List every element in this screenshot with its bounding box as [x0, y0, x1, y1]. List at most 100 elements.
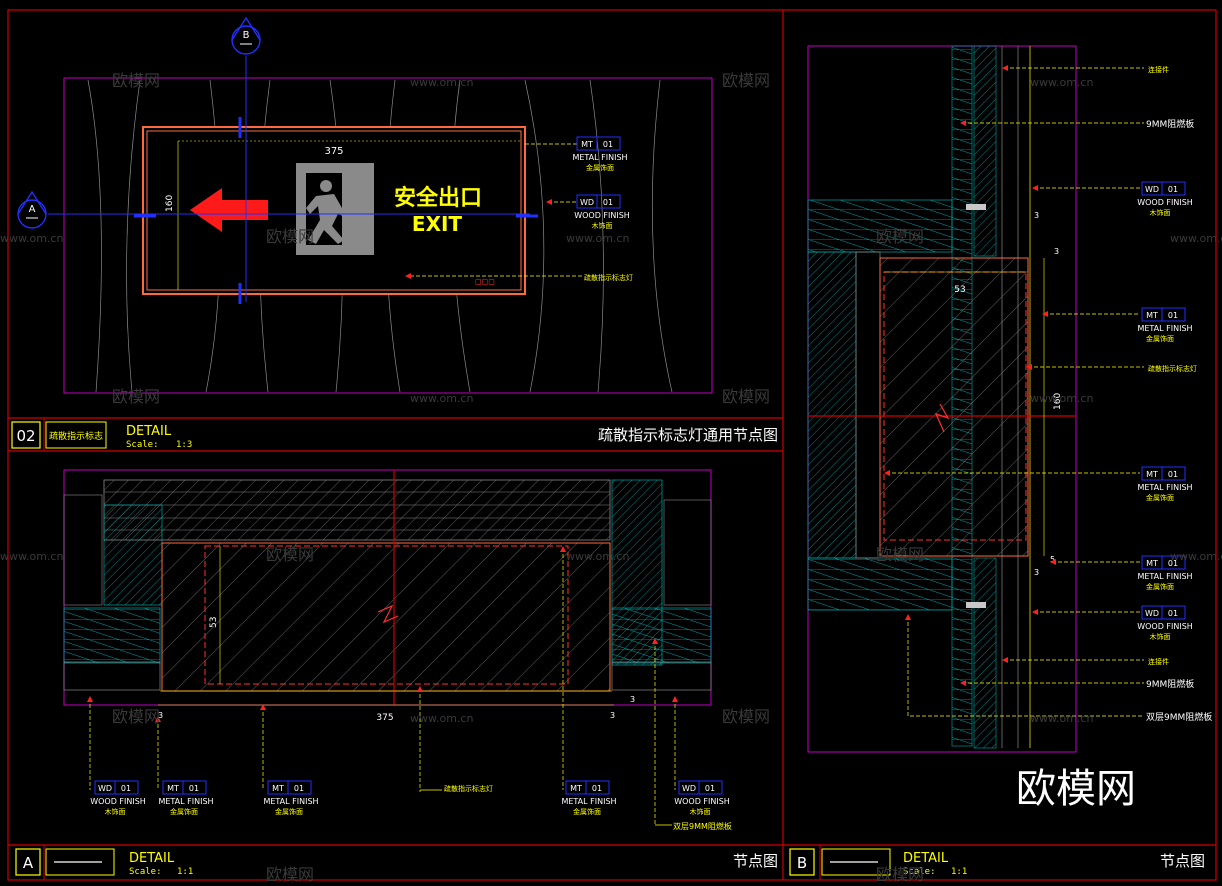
note-connector-b-1: 连接件	[1148, 65, 1169, 74]
section-marker-a: A	[17, 190, 47, 229]
svg-text:www.om.cn: www.om.cn	[0, 550, 63, 563]
svg-text:METAL FINISH: METAL FINISH	[572, 153, 627, 162]
tag-mt-a-1: MT 01 METAL FINISH 金属饰面	[158, 780, 214, 816]
note-double9-a: 双层9MM阻燃板	[673, 821, 732, 831]
dim-375-a: 375	[376, 713, 393, 723]
svg-text:MT: MT	[1146, 311, 1158, 320]
svg-text:MT: MT	[1146, 470, 1158, 479]
dim-3-b-1: 3	[1034, 211, 1039, 220]
svg-text:MT: MT	[272, 784, 284, 793]
svg-text:01: 01	[1168, 470, 1178, 479]
dim-160-b: 160	[1053, 393, 1063, 410]
svg-text:WOOD FINISH: WOOD FINISH	[1137, 198, 1193, 207]
svg-text:01: 01	[603, 198, 613, 207]
svg-text:WD: WD	[1145, 185, 1159, 194]
svg-text:欧模网: 欧模网	[876, 545, 924, 564]
watermarks: 欧模网 欧模网 欧模网 欧模网 欧模网 欧模网 欧模网 欧模网 欧模网 欧模网 …	[112, 71, 924, 884]
dim-3-a-far: 3	[630, 695, 635, 704]
title-block-top: 02 疏散指示标志 DETAIL Scale: 1:3 疏散指示标志灯通用节点图	[11, 421, 778, 450]
scale-value: 1:3	[176, 440, 192, 450]
scale-label-b: Scale:	[903, 867, 936, 877]
tag-mt-a-3: MT 01 METAL FINISH 金属饰面	[561, 780, 617, 816]
detail-label: DETAIL	[126, 424, 172, 439]
dim-53-a: 53	[209, 617, 219, 628]
note-connector-b-2: 连接件	[1148, 657, 1169, 666]
svg-text:欧模网: 欧模网	[722, 387, 770, 406]
svg-text:01: 01	[1168, 559, 1178, 568]
svg-text:METAL FINISH: METAL FINISH	[561, 797, 616, 806]
scale-label: Scale:	[126, 440, 159, 450]
svg-text:MT: MT	[570, 784, 582, 793]
svg-text:WOOD FINISH: WOOD FINISH	[1137, 622, 1193, 631]
svg-text:www.om.cn: www.om.cn	[566, 550, 629, 563]
svg-text:欧模网: 欧模网	[266, 865, 314, 884]
svg-text:WOOD FINISH: WOOD FINISH	[574, 211, 630, 220]
drawing-frames	[7, 9, 1217, 881]
tag-mt-b-2: MT 01 METAL FINISH 金属饰面	[1137, 466, 1193, 502]
marker-letter-a: A	[23, 854, 34, 872]
svg-text:木饰面: 木饰面	[1150, 208, 1171, 217]
svg-text:B: B	[243, 30, 250, 41]
svg-text:金属饰面: 金属饰面	[1146, 493, 1174, 502]
section-marker-b: B	[231, 16, 261, 55]
svg-text:木饰面: 木饰面	[1150, 632, 1171, 641]
svg-text:木饰面: 木饰面	[592, 221, 613, 230]
dim-3-a-left: 3	[158, 711, 163, 720]
exit-arrow-icon	[190, 188, 268, 232]
svg-text:欧模网: 欧模网	[266, 545, 314, 564]
watermark-urls: www.om.cn www.om.cn www.om.cn www.om.cn …	[0, 76, 1222, 725]
svg-text:01: 01	[1168, 311, 1178, 320]
svg-text:METAL FINISH: METAL FINISH	[263, 797, 318, 806]
svg-text:WD: WD	[1145, 609, 1159, 618]
svg-text:金属饰面: 金属饰面	[275, 807, 303, 816]
svg-text:www.om.cn: www.om.cn	[410, 76, 473, 89]
svg-text:欧模网: 欧模网	[722, 71, 770, 90]
tag-mt-top: MT 01 METAL FINISH 金属饰面	[572, 136, 628, 172]
svg-text:METAL FINISH: METAL FINISH	[1137, 572, 1192, 581]
running-man-icon	[296, 163, 374, 255]
svg-text:金属饰面: 金属饰面	[170, 807, 198, 816]
svg-text:欧模网: 欧模网	[876, 227, 924, 246]
svg-text:欧模网: 欧模网	[112, 707, 160, 726]
note-board9-b-1: 9MM阻燃板	[1146, 118, 1194, 130]
tag-wd-a-right: WD 01 WOOD FINISH 木饰面	[674, 780, 730, 816]
dim-3-b-2: 3	[1054, 247, 1059, 256]
svg-text:01: 01	[121, 784, 131, 793]
dim-53-b: 53	[954, 285, 965, 295]
svg-text:www.om.cn: www.om.cn	[410, 392, 473, 405]
svg-text:METAL FINISH: METAL FINISH	[158, 797, 213, 806]
svg-text:金属饰面: 金属饰面	[586, 163, 614, 172]
sign-dim-width: 375	[324, 146, 343, 157]
scale-label-a: Scale:	[129, 867, 162, 877]
svg-text:MT: MT	[167, 784, 179, 793]
svg-text:01: 01	[603, 140, 613, 149]
svg-text:01: 01	[1168, 609, 1178, 618]
tag-mt-a-2: MT 01 METAL FINISH 金属饰面	[263, 780, 319, 816]
tag-mt-b-3: MT 01 METAL FINISH 金属饰面	[1137, 555, 1193, 591]
svg-text:欧模网: 欧模网	[722, 707, 770, 726]
sign-dim-height: 160	[165, 195, 175, 212]
top-elevation: 375 160 安全出口 EXIT ◻◻◻ B A	[17, 16, 713, 394]
title-block-a: A DETAIL Scale: 1:1 节点图	[15, 848, 778, 877]
svg-text:01: 01	[1168, 185, 1178, 194]
note-board9-b-2: 9MM阻燃板	[1146, 678, 1194, 690]
detail-label-a: DETAIL	[129, 851, 175, 866]
svg-text:www.om.cn: www.om.cn	[410, 712, 473, 725]
dim-3-b-3: 3	[1034, 568, 1039, 577]
svg-text:WOOD FINISH: WOOD FINISH	[674, 797, 730, 806]
tag-wd-a-left: WD 01 WOOD FINISH 木饰面	[90, 780, 146, 816]
svg-text:WD: WD	[580, 198, 594, 207]
svg-text:欧模网: 欧模网	[266, 227, 314, 246]
svg-text:01: 01	[189, 784, 199, 793]
tag-mt-b-1: MT 01 METAL FINISH 金属饰面	[1137, 307, 1193, 343]
svg-text:欧模网: 欧模网	[112, 387, 160, 406]
note-double9-b: 双层9MM阻燃板	[1146, 711, 1212, 723]
section-b: 53 160 3 3 5 3	[807, 45, 1212, 753]
svg-text:01: 01	[294, 784, 304, 793]
marker-label: 疏散指示标志	[49, 430, 103, 442]
svg-text:01: 01	[705, 784, 715, 793]
svg-text:www.om.cn: www.om.cn	[1170, 550, 1222, 563]
scale-value-a: 1:1	[177, 867, 193, 877]
svg-text:金属饰面: 金属饰面	[573, 807, 601, 816]
